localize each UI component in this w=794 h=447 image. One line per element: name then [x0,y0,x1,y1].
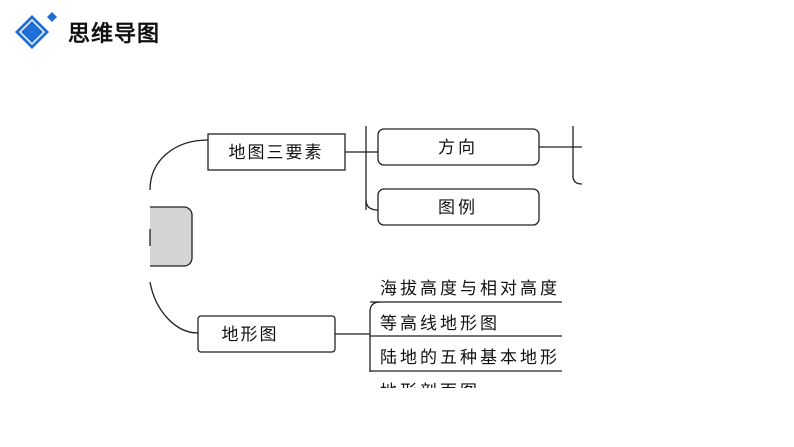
child-five-landforms: 陆地的五种基本地形 [380,348,560,368]
child-legend [377,188,540,226]
branch-map-elements-label: 地图三要素 [229,143,324,163]
child-legend-label: 图例 [438,198,478,218]
connector-bottom [149,281,199,334]
child-terrain-profile: 地形剖面图 [380,382,480,402]
page-title: 思维导图 [68,22,161,47]
branch-map-elements [207,133,346,171]
branch-topographic-map-label: 地形图 [222,325,279,345]
diamond-icon [15,12,57,49]
child-elevation: 海拔高度与相对高度 [380,279,560,299]
child-contour-map: 等高线地形图 [380,314,500,334]
child-direction-label: 方向 [438,138,478,158]
connector-top [149,139,209,191]
section-header: 思维导图 [14,12,160,52]
